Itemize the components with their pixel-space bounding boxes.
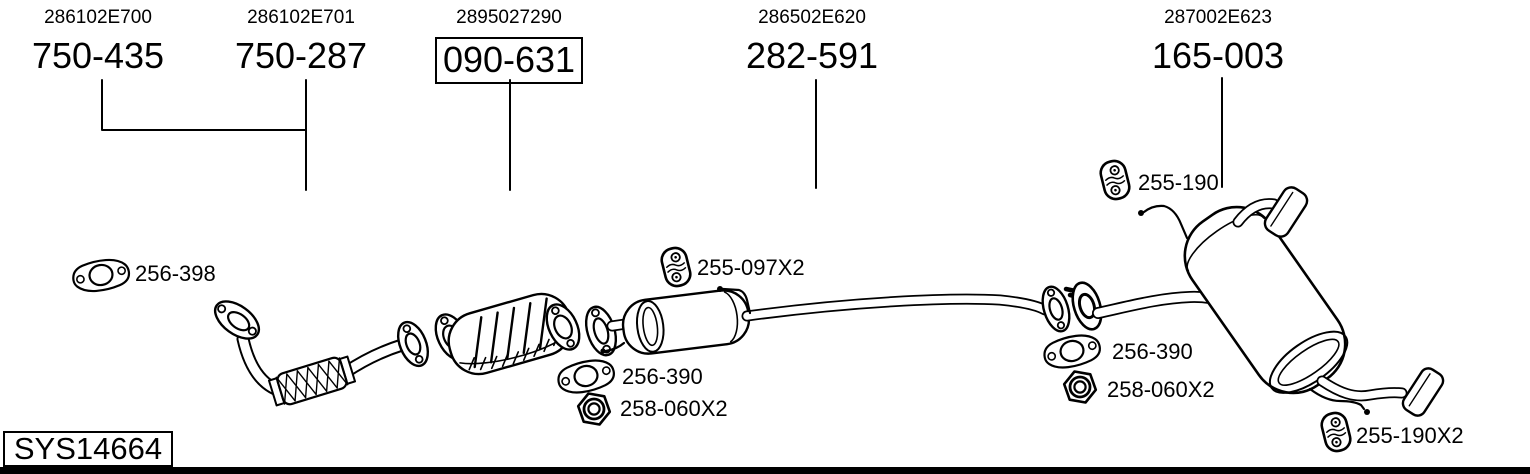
rubber-hanger-icon (657, 244, 695, 290)
reference-group-3: 2895027290 090-631 (389, 7, 629, 84)
rubber-hanger-label: 255-190X2 (1356, 423, 1464, 448)
gasket-label: 256-390 (1112, 339, 1193, 364)
gasket-icon (1040, 330, 1104, 373)
front-pipe-flange (213, 300, 261, 340)
part-number: 287002E623 (1164, 7, 1272, 28)
catalytic-converter (434, 292, 581, 376)
gasket-icon (70, 255, 133, 296)
gasket-label: 256-390 (622, 364, 703, 389)
front-tailpipe-tip (1263, 186, 1309, 238)
centre-muffler (584, 286, 1051, 357)
part-number: 286102E700 (44, 7, 152, 28)
rear-joint-flanges (1041, 281, 1230, 333)
part-number: 2895027290 (456, 7, 562, 28)
hex-nut-icon (1062, 370, 1098, 404)
reference-number: 282-591 (745, 35, 879, 76)
system-code: SYS14664 (3, 431, 173, 467)
rubber-hanger-label: 255-190 (1138, 170, 1219, 195)
part-number: 286502E620 (758, 7, 866, 28)
reference-leader-lines (101, 77, 1223, 191)
reference-group-2: 286102E701 750-287 (181, 7, 421, 75)
rubber-hanger-icon (1317, 409, 1355, 455)
rear-muffler (1138, 186, 1445, 417)
rubber-hanger-icon (1096, 157, 1134, 203)
rubber-hanger-label: 255-097X2 (697, 255, 805, 280)
hex-nut-icon (576, 392, 612, 426)
part-number: 286102E701 (247, 7, 355, 28)
rear-tailpipe-tip (1401, 367, 1445, 417)
front-pipe-outlet-flange (396, 320, 430, 368)
reference-group-1: 286102E700 750-435 (0, 7, 218, 75)
reference-number: 750-435 (31, 35, 165, 76)
reference-number: 165-003 (1151, 35, 1285, 76)
hex-nut-label: 258-060X2 (620, 396, 728, 421)
reference-group-5: 287002E623 165-003 (1098, 7, 1338, 75)
bottom-divider (0, 467, 1530, 474)
hex-nut-label: 258-060X2 (1107, 377, 1215, 402)
gasket-icon (554, 355, 618, 398)
flex-braid (267, 355, 357, 407)
gasket-label: 256-398 (135, 261, 216, 286)
reference-number: 750-287 (234, 35, 368, 76)
reference-group-4: 286502E620 282-591 (692, 7, 932, 75)
front-pipe (213, 300, 430, 407)
reference-number-boxed: 090-631 (389, 37, 629, 84)
